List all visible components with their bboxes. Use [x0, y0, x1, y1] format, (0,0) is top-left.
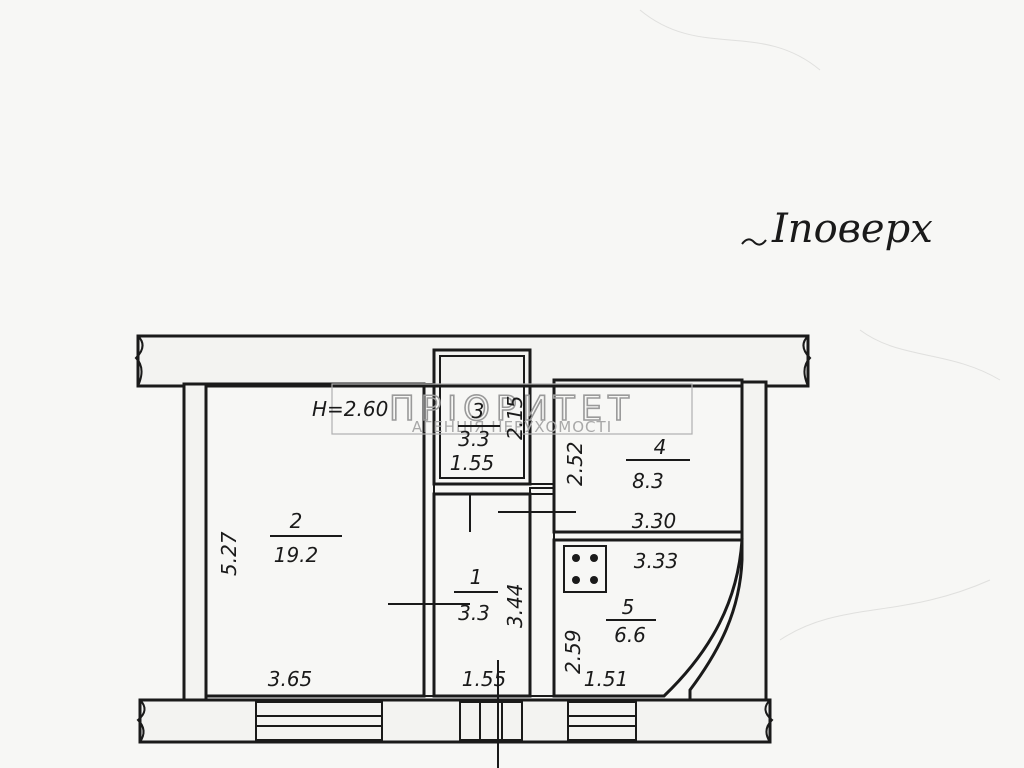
room-2-number: 2	[290, 509, 303, 533]
room-5-number: 5	[622, 595, 635, 619]
bottom-wall-break-left	[136, 699, 146, 743]
room-1-area: 3.3	[458, 601, 490, 625]
partition-1-5	[529, 487, 555, 697]
room-1-labels: 1 3.3 1.55 3.44	[454, 565, 527, 691]
room-5-labels: 3.33 5 6.6 1.51 2.59	[561, 549, 678, 691]
ceiling-height-label: H=2.60	[312, 397, 388, 421]
room-1-number: 1	[470, 565, 483, 589]
room-2-area: 19.2	[274, 543, 319, 567]
room-5-width-bottom: 1.51	[584, 667, 629, 691]
floor-label: Іповерх	[771, 206, 933, 252]
room-3-area: 3.3	[458, 427, 490, 451]
room-2-length: 5.27	[217, 531, 241, 576]
room-1-length: 3.44	[503, 583, 527, 628]
window-room-1	[459, 701, 523, 741]
paper-texture	[639, 9, 1001, 641]
floor-label-group: Іповерх	[741, 206, 933, 252]
room-3-labels: 3 3.3 1.55 2.15	[450, 395, 527, 475]
room-5-width: 3.33	[634, 549, 679, 573]
room-5-length: 2.59	[561, 629, 585, 674]
window-room-2	[255, 701, 383, 741]
floor-label-tilde	[741, 238, 767, 246]
room-3-width: 1.55	[450, 451, 495, 475]
top-wall-break-left	[134, 335, 144, 387]
left-exterior-wall	[182, 382, 208, 702]
right-exterior-wall	[688, 380, 768, 702]
room-4-area: 8.3	[632, 469, 664, 493]
bottom-wall-break-right	[764, 699, 774, 743]
room-3-number: 3	[472, 399, 485, 423]
partition-4-5	[553, 531, 743, 541]
top-wall-break-right	[802, 335, 812, 387]
room-3-length: 2.15	[503, 395, 527, 440]
partition-3-1	[433, 483, 555, 495]
watermark-subtitle: АГЕНЦІЯ НЕРУХОМОСТІ	[412, 418, 612, 436]
room-5-area: 6.6	[614, 623, 646, 647]
stove-icon	[563, 545, 607, 593]
room-2-width: 3.65	[268, 667, 313, 691]
watermark-frame	[331, 383, 693, 435]
room-2-labels: 2 19.2 3.65 5.27	[217, 509, 342, 691]
bottom-exterior-wall	[138, 698, 772, 744]
room-4-labels: 4 8.3 3.30 2.52	[563, 435, 690, 533]
room-5-outline	[552, 538, 744, 698]
window-room-5	[567, 701, 637, 741]
room-3-inner	[439, 355, 525, 479]
room-4-number: 4	[654, 435, 667, 459]
agency-watermark: ПРІОРИТЕТ АГЕНЦІЯ НЕРУХОМОСТІ	[331, 383, 693, 436]
room-4-length: 2.52	[563, 441, 587, 486]
watermark-title: ПРІОРИТЕТ	[389, 389, 635, 429]
room-4-width: 3.30	[632, 509, 677, 533]
room-1-width: 1.55	[462, 667, 507, 691]
